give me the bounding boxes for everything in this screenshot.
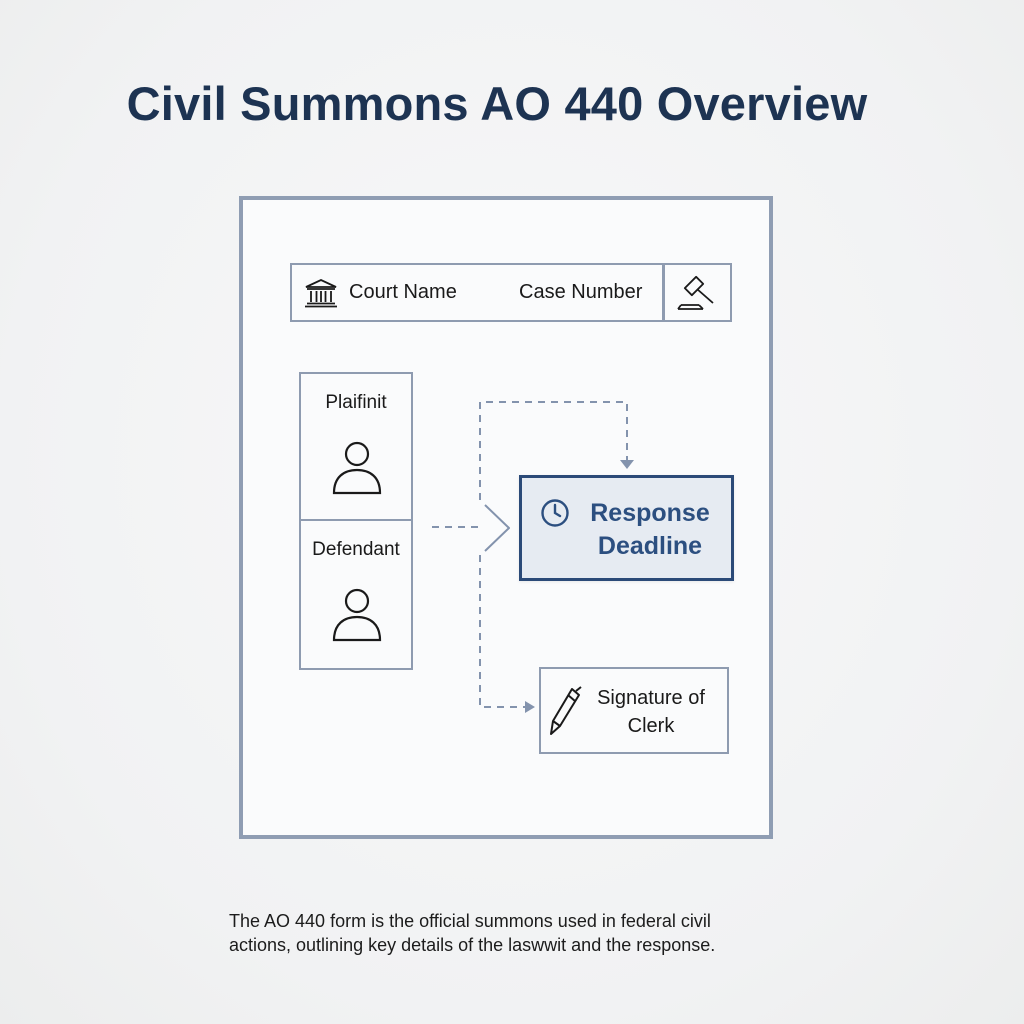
pen-icon (548, 686, 582, 743)
person-icon (330, 437, 384, 500)
response-deadline-box: Response Deadline (519, 475, 734, 581)
plaintiff-label: Plaifinit (325, 392, 387, 413)
clerk-signature-text: Signature of Clerk (581, 684, 721, 740)
caption: The AO 440 form is the official summons … (229, 909, 809, 957)
plaintiff-box: Plaifinit (299, 372, 413, 521)
response-deadline-line1: Response (590, 499, 710, 527)
defendant-box: Defendant (299, 519, 413, 670)
person-icon (330, 584, 384, 647)
clock-icon (540, 498, 570, 533)
court-name-label: Court Name (349, 281, 457, 303)
response-deadline-line2: Deadline (597, 532, 703, 560)
defendant-label: Defendant (312, 539, 400, 560)
clerk-signature-line2: Clerk (627, 715, 675, 737)
caption-line2: actions, outlining key details of the la… (229, 935, 716, 955)
header-divider (662, 265, 665, 320)
court-header-bar: Court Name Case Number (290, 263, 732, 322)
clerk-signature-box: Signature of Clerk (539, 667, 729, 754)
clerk-signature-line1: Signature of (597, 687, 705, 709)
response-deadline-text: Response Deadline (570, 497, 730, 563)
courthouse-icon (304, 278, 338, 313)
caption-line1: The AO 440 form is the official summons … (229, 911, 711, 931)
gavel-icon (675, 274, 719, 317)
page-title: Civil Summons AO 440 Overview (126, 77, 868, 130)
case-number-label: Case Number (519, 281, 643, 303)
